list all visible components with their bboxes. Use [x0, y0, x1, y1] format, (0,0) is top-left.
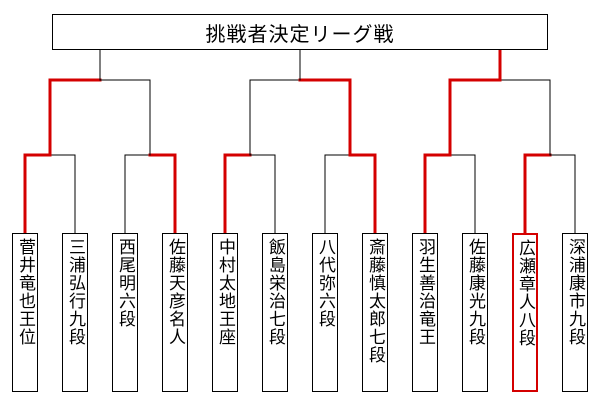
player-name-2: 三浦弘行九段 [65, 238, 85, 346]
player-name-4: 佐藤天彦名人 [165, 238, 185, 346]
player-name-9: 羽生善治竜王 [415, 238, 435, 346]
player-name-1: 菅井竜也王位 [15, 238, 35, 346]
player-box-10: 佐藤康光九段 [462, 233, 488, 392]
player-name-11: 広瀬章人八段 [515, 239, 535, 347]
player-box-7: 八代弥六段 [312, 233, 338, 392]
player-name-12: 深浦康市九段 [565, 238, 585, 346]
player-box-4: 佐藤天彦名人 [162, 233, 188, 392]
player-name-6: 飯島栄治七段 [265, 238, 285, 346]
bracket-title: 挑戦者決定リーグ戦 [205, 21, 395, 46]
player-box-2: 三浦弘行九段 [62, 233, 88, 392]
player-box-5: 中村太地王座 [212, 233, 238, 392]
player-box-3: 西尾明六段 [112, 233, 138, 392]
player-box-1: 菅井竜也王位 [12, 233, 38, 392]
player-name-3: 西尾明六段 [115, 238, 135, 328]
player-name-8: 斎藤慎太郎七段 [365, 238, 385, 364]
player-name-10: 佐藤康光九段 [465, 238, 485, 346]
player-box-11: 広瀬章人八段 [512, 233, 538, 392]
player-name-5: 中村太地王座 [215, 238, 235, 346]
bracket-title-box: 挑戦者決定リーグ戦 [52, 14, 548, 50]
player-box-8: 斎藤慎太郎七段 [362, 233, 388, 392]
player-box-9: 羽生善治竜王 [412, 233, 438, 392]
player-box-12: 深浦康市九段 [562, 233, 588, 392]
player-box-6: 飯島栄治七段 [262, 233, 288, 392]
player-name-7: 八代弥六段 [315, 238, 335, 328]
